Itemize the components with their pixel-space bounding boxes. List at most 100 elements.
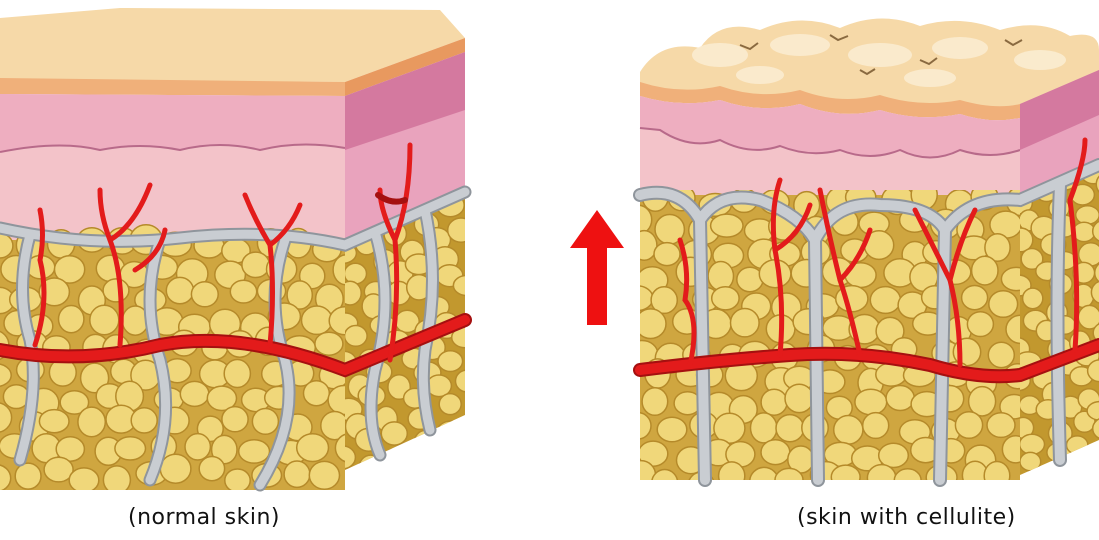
fat-cell — [830, 464, 861, 480]
fat-cell — [1091, 219, 1099, 243]
fat-cell — [55, 436, 86, 462]
fat-cell — [1000, 266, 1020, 292]
fat-cell — [295, 432, 330, 463]
fat-cell — [784, 383, 815, 414]
fat-cell — [954, 410, 984, 440]
fat-cell — [877, 442, 910, 469]
fat-cell — [328, 306, 345, 336]
fat-cell — [960, 284, 989, 311]
fat-cell — [861, 411, 890, 440]
cellulite-skin-caption: (skin with cellulite) — [797, 505, 1016, 530]
fat-cell — [0, 402, 13, 433]
fat-cell — [165, 276, 195, 305]
normal-skin-block — [0, 8, 472, 492]
fat-cell — [775, 413, 805, 443]
fat-cell — [717, 461, 746, 480]
fat-cell — [774, 467, 804, 480]
fat-cell — [640, 412, 652, 440]
fat-cell — [345, 445, 357, 470]
fat-cell — [640, 229, 658, 261]
fat-cell — [221, 405, 249, 433]
fat-cell — [436, 420, 465, 444]
fat-cell — [241, 251, 271, 279]
fat-cell — [1021, 287, 1044, 310]
fat-cell — [987, 341, 1016, 369]
fat-cell — [77, 406, 107, 438]
fat-cell — [1065, 435, 1089, 456]
fat-cell — [102, 278, 130, 303]
fat-cell — [988, 289, 1019, 319]
fat-cell — [59, 389, 90, 415]
fat-cell — [1086, 400, 1099, 421]
fat-cell — [0, 363, 12, 387]
fat-cell — [710, 285, 740, 311]
fat-cell — [893, 468, 922, 480]
fat-cell — [438, 392, 462, 416]
fat-cell — [223, 358, 252, 389]
fat-cell — [198, 455, 226, 482]
fat-cell — [314, 331, 344, 356]
fat-cell — [641, 386, 669, 417]
fat-cell — [866, 463, 897, 480]
fat-cell — [970, 255, 999, 286]
fat-cell — [1001, 434, 1020, 464]
fat-cell — [653, 241, 681, 267]
fat-cell — [382, 448, 412, 470]
fat-cell — [760, 439, 791, 466]
fat-cell — [986, 412, 1016, 439]
fat-cell — [1093, 260, 1099, 285]
fat-cell — [38, 277, 71, 307]
fat-cell — [332, 254, 345, 286]
fat-cell — [1020, 433, 1046, 456]
fat-cell — [640, 285, 654, 312]
fat-cell — [302, 379, 331, 407]
fat-cell — [380, 421, 409, 446]
fat-cell — [966, 310, 995, 338]
fat-cell — [446, 217, 465, 243]
fat-cell — [0, 464, 12, 490]
fat-cell — [709, 213, 744, 238]
fat-cell — [1020, 274, 1032, 297]
normal-septa — [0, 185, 472, 492]
fat-cell — [651, 468, 679, 480]
fat-cell — [983, 460, 1011, 480]
fat-cell — [0, 232, 14, 259]
fat-cell — [1090, 280, 1099, 305]
fat-cell — [229, 279, 258, 304]
fat-cell — [454, 369, 465, 393]
fat-cell — [650, 286, 679, 315]
fat-cell — [334, 433, 345, 463]
fat-cell — [760, 388, 788, 416]
fat-cell — [300, 305, 333, 336]
fat-cell — [184, 432, 212, 461]
fat-cell — [875, 316, 905, 346]
fat-cell — [749, 412, 778, 444]
fat-cell — [102, 465, 132, 490]
fat-cell — [345, 280, 362, 306]
fat-cell — [1095, 172, 1099, 197]
fat-cell — [68, 467, 100, 490]
fat-cell — [130, 407, 158, 434]
fat-cell — [749, 466, 780, 480]
cellulite-blood-vessels — [633, 137, 1099, 384]
fat-cell — [1020, 451, 1042, 472]
fat-cell — [707, 260, 735, 292]
fat-cell — [57, 304, 85, 334]
fat-cell — [869, 285, 902, 315]
fat-cell — [640, 204, 653, 235]
fat-cell — [854, 388, 888, 416]
fat-cell — [640, 308, 667, 340]
fat-cell — [1020, 247, 1044, 271]
fat-cell — [1005, 314, 1020, 345]
fat-cell — [320, 410, 345, 441]
fat-cell — [1020, 227, 1034, 253]
fat-cell — [114, 436, 147, 461]
normal-epidermis-rim — [0, 78, 345, 96]
fat-cell — [452, 274, 465, 297]
fat-cell — [251, 407, 280, 436]
fat-cell — [38, 408, 70, 434]
cellulite-skin-block — [633, 18, 1099, 487]
fat-cell — [437, 349, 464, 373]
fat-cell — [283, 460, 311, 489]
